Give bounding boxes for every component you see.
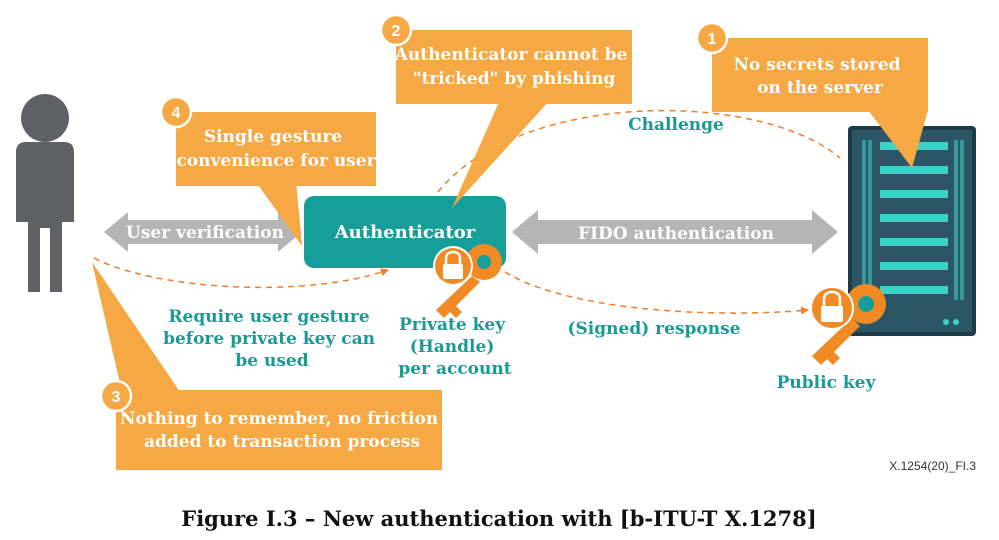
callout-1-line-1: No secrets stored [734,55,901,75]
figure-caption: Figure I.3 – New authentication with [b-… [181,506,816,531]
callout-4: 4 Single gesture convenience for user [159,95,377,246]
authenticator-label: Authenticator [334,222,476,243]
figure-code: X.1254(20)_FI.3 [889,459,976,473]
private-key-line-1: Private key [399,315,506,335]
person-icon [16,94,74,292]
private-key-text: Private key (Handle) per account [398,315,511,379]
callout-1-line-2: on the server [757,78,884,98]
svg-text:No secrets stored on the: No secrets stored on the server [734,55,907,98]
require-gesture-line-1: Require user gesture [168,307,369,327]
private-key-line-3: per account [398,359,511,379]
signed-response-label: (Signed) response [567,319,740,339]
callout-1: 1 No secrets stored on the server [695,21,928,168]
challenge-label: Challenge [628,115,724,135]
callout-3-line-2: added to transaction process [144,432,420,452]
callout-2-number: 2 [392,23,401,40]
callout-4-number: 4 [172,105,181,122]
private-key-line-2: (Handle) [410,337,495,357]
fido-authentication-label: FIDO authentication [578,224,774,244]
callout-2-line-1: Authenticator cannot be [394,45,628,65]
callout-1-number: 1 [708,31,717,48]
public-key-label: Public key [777,373,877,393]
svg-text:Single gesture convenien: Single gesture convenience for user [176,127,376,171]
svg-text:Nothing to remember, no fricti: Nothing to remember, no friction added t… [120,409,444,452]
user-verification-arrow [104,212,302,252]
callout-3: 3 Nothing to remember, no friction added… [92,262,444,470]
callout-2-line-2: "tricked" by phishing [413,69,616,89]
fido-authentication-arrow [512,210,838,254]
callout-4-line-1: Single gesture [204,127,343,147]
signed-response-flow [504,271,809,315]
require-gesture-line-2: before private key can [163,329,375,349]
user-verification-label: User verification [126,223,284,243]
callout-3-line-1: Nothing to remember, no friction [120,409,438,429]
callout-4-line-2: convenience for user [176,151,376,171]
require-gesture-text: Require user gesture before private key … [163,307,381,371]
private-key-icon [433,244,502,318]
callout-2: 2 Authenticator cannot be "tricked" by p… [379,13,634,208]
callout-3-number: 3 [112,389,121,406]
svg-text:Authenticator cannot be: Authenticator cannot be "tricked" by phi… [394,45,634,89]
require-gesture-line-3: be used [235,351,308,371]
public-key-icon [810,284,886,365]
